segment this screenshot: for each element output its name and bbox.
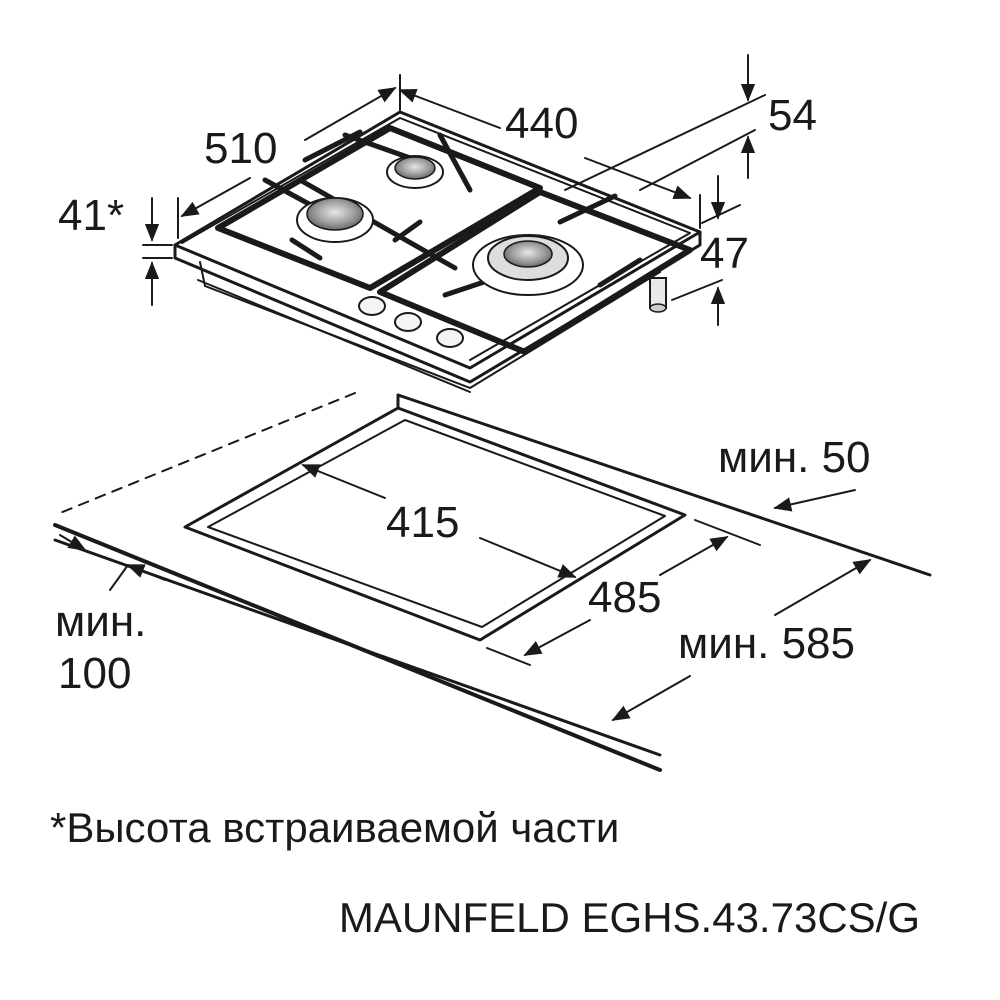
label-cutout-width: 485: [588, 573, 661, 622]
label-min-front-line1: мин.: [55, 597, 146, 646]
control-knob-icon: [358, 296, 464, 348]
gas-connector-icon: [649, 277, 667, 313]
label-hob-width: 440: [505, 99, 578, 148]
hob-dimension-lines: [142, 54, 766, 326]
label-hob-depth: 510: [204, 124, 277, 173]
cutout-dimension-lines: [59, 464, 872, 721]
burner-small-icon: [386, 155, 444, 189]
label-built-in-height: 41*: [58, 191, 124, 240]
hob-drawing: [173, 110, 702, 393]
burner-large-icon: [472, 234, 584, 296]
countertop-drawing: [53, 392, 932, 772]
footnote: *Высота встраиваемой части: [50, 804, 619, 851]
label-min-back: мин. 50: [718, 433, 871, 482]
label-min-side: мин. 585: [678, 619, 855, 668]
model-name: MAUNFELD EGHS.43.73CS/G: [339, 894, 920, 941]
label-hob-height: 54: [768, 91, 817, 140]
label-cutout-depth: 415: [386, 498, 459, 547]
burner-medium-icon: [296, 197, 374, 243]
label-min-front-line2: 100: [58, 649, 131, 698]
label-hob-base-height: 47: [700, 229, 749, 278]
